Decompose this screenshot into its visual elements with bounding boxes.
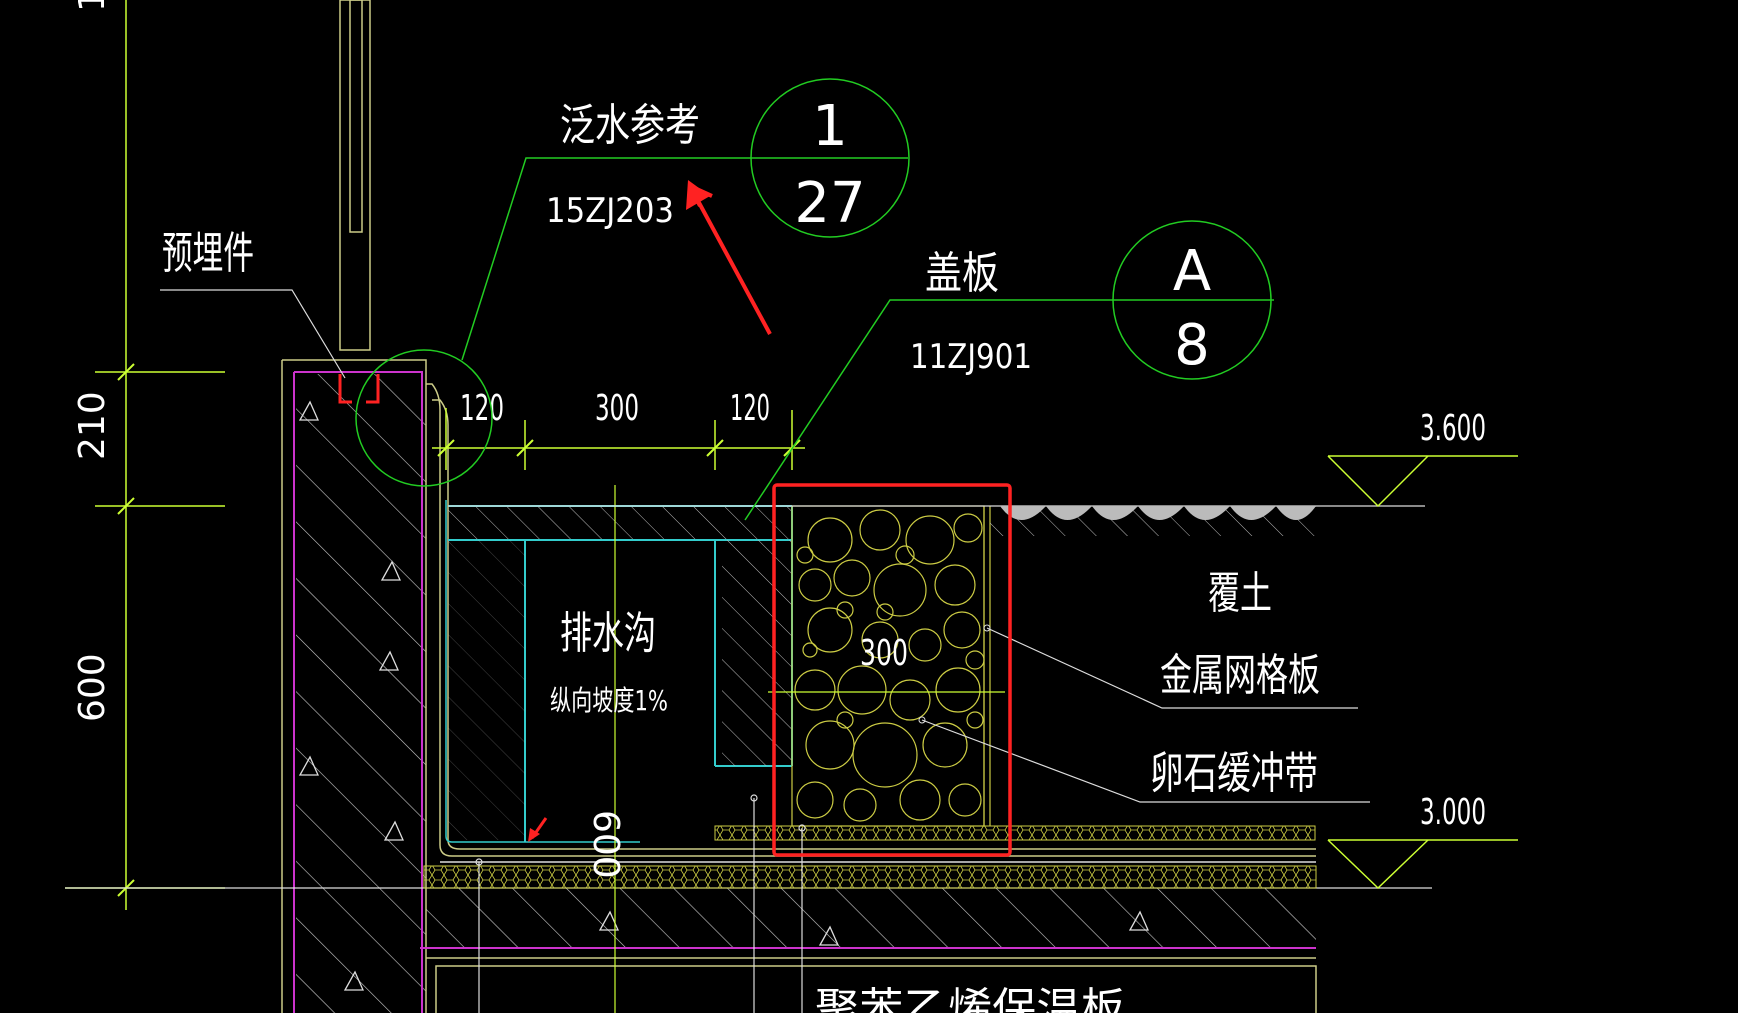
insulation-layer xyxy=(423,865,1317,889)
bottom-leaders xyxy=(475,794,806,1013)
highlight-box[interactable] xyxy=(772,483,1012,857)
label-cover-code: 11ZJ901 xyxy=(910,337,1032,377)
label-metal-grating: 金属网格板 xyxy=(1160,650,1320,701)
elevation-marker-top xyxy=(1327,455,1518,508)
dim-300-pebble: 300 xyxy=(860,633,908,674)
label-bottom-note: 聚苯乙烯保温板 xyxy=(815,984,1125,1013)
svg-text:8: 8 xyxy=(1174,313,1210,378)
leader-metal-grating xyxy=(986,627,1358,709)
concrete-wall xyxy=(281,359,427,1013)
dim-300: 300 xyxy=(595,388,639,429)
svg-text:A: A xyxy=(1173,239,1211,304)
drainage-ditch xyxy=(448,485,1316,1013)
detail-circle-flashing xyxy=(355,349,493,487)
svg-text:27: 27 xyxy=(794,171,865,236)
elevation-top: 3.600 xyxy=(1420,408,1486,449)
callout-bubble-flashing: 1 27 xyxy=(750,78,910,238)
label-embedded-part: 预埋件 xyxy=(162,228,254,279)
dim-600-inner: 600 xyxy=(585,810,626,879)
label-flashing-code: 15ZJ203 xyxy=(546,191,674,231)
embedded-part-symbol xyxy=(338,374,380,404)
top-dimension-chain xyxy=(432,408,805,470)
label-slope: 纵向坡度1% xyxy=(550,684,668,717)
label-drain-ditch: 排水沟 xyxy=(560,608,656,659)
elevation-bottom: 3.000 xyxy=(1420,792,1486,833)
leader-pebble-buffer xyxy=(921,719,1370,803)
label-flashing-ref: 泛水参考 xyxy=(560,100,700,151)
red-arrow-flashing xyxy=(688,184,772,335)
upper-post xyxy=(339,0,371,351)
dim-120-left: 120 xyxy=(460,388,504,429)
label-pebble-buffer: 卵石缓冲带 xyxy=(1150,748,1318,799)
label-cover-plate: 盖板 xyxy=(925,248,999,299)
elevation-marker-bottom xyxy=(1327,839,1518,890)
base-slab xyxy=(65,887,1432,1013)
dim-210: 210 xyxy=(72,391,113,460)
soil-surface xyxy=(448,505,1425,536)
leader-cover-plate xyxy=(744,299,1274,521)
dim-600-left: 600 xyxy=(72,653,113,722)
callout-bubble-cover: A 8 xyxy=(1112,220,1272,380)
svg-text:1: 1 xyxy=(812,94,848,159)
label-soil-cover: 覆土 xyxy=(1208,568,1272,619)
pebble-buffer-zone xyxy=(768,505,1005,827)
leader-flashing xyxy=(461,157,908,361)
dim-top-clipped: 12 xyxy=(72,0,113,12)
leader-embedded-part xyxy=(160,289,346,379)
dim-120-right: 120 xyxy=(730,388,770,429)
